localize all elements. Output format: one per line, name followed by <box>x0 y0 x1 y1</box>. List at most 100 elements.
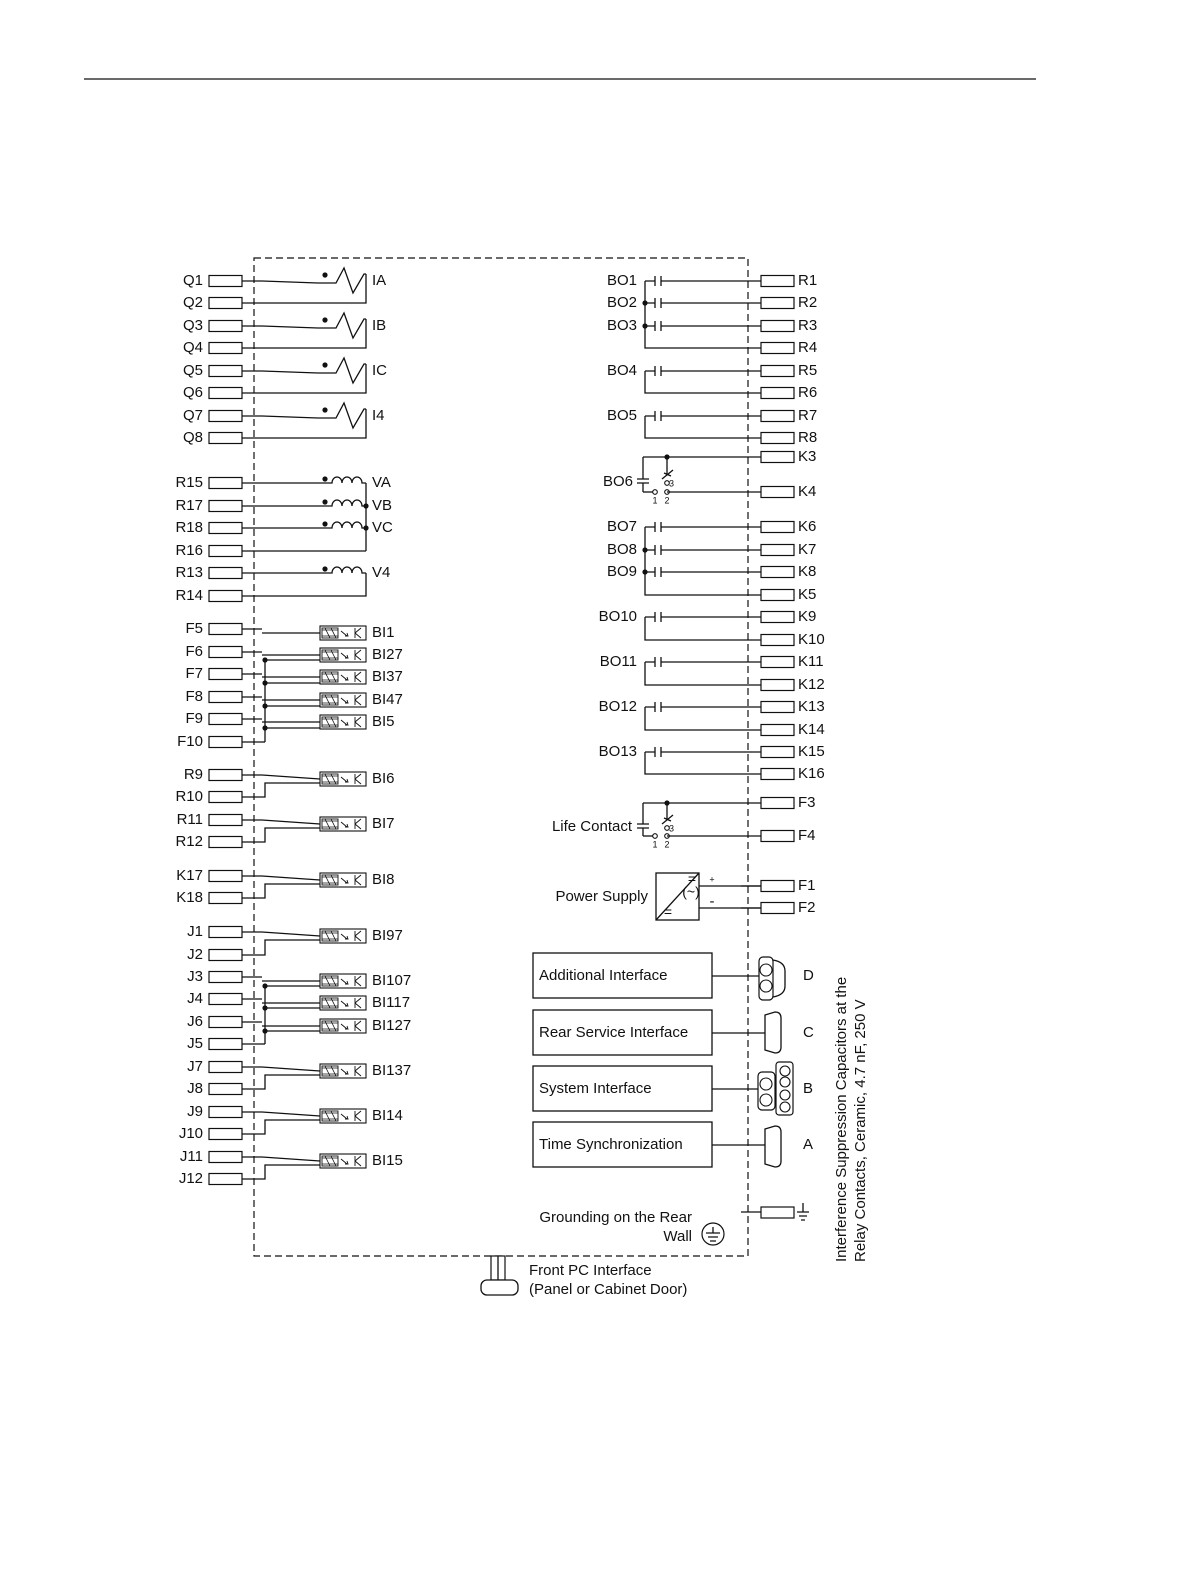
binary-input-label: BI7 <box>372 815 395 832</box>
terminal-box <box>208 813 243 827</box>
terminal-box <box>208 566 243 580</box>
terminal-label: J8 <box>187 1080 203 1097</box>
terminal-label: Q2 <box>183 294 203 311</box>
interface-label: Time Synchronization <box>539 1136 683 1153</box>
terminal-box <box>760 364 795 378</box>
binary-input-optocoupler <box>319 928 367 944</box>
binary-input-optocoupler <box>319 816 367 832</box>
pin-circle <box>779 1065 791 1077</box>
junction-dot <box>262 703 268 709</box>
terminal-box <box>760 796 795 810</box>
terminal-box <box>760 655 795 669</box>
interface-label: Additional Interface <box>539 967 667 984</box>
terminal-box <box>760 879 795 893</box>
junction-dot <box>322 521 328 527</box>
terminal-label: R16 <box>175 542 203 559</box>
terminal-label: K12 <box>798 676 825 693</box>
opto-hatch <box>322 1065 338 1077</box>
terminal-label: R8 <box>798 429 817 446</box>
opto-hatch <box>322 1020 338 1032</box>
voltage-input-label: V4 <box>372 564 390 581</box>
pin-circle <box>652 833 658 839</box>
binary-input-label: BI137 <box>372 1062 411 1079</box>
wire <box>261 931 321 937</box>
wire <box>261 774 321 780</box>
wire <box>644 752 741 775</box>
terminal-label: J1 <box>187 923 203 940</box>
opto-hatch <box>322 671 338 683</box>
terminal-label: Q6 <box>183 384 203 401</box>
pin-circle <box>664 480 670 486</box>
junction-dot <box>322 272 328 278</box>
terminal-box <box>208 319 243 333</box>
terminal-label: R4 <box>798 339 817 356</box>
wire <box>261 325 319 329</box>
terminal-label: F8 <box>185 688 203 705</box>
terminal-box <box>760 543 795 557</box>
interface-box <box>532 1121 713 1168</box>
terminal-label: K13 <box>798 698 825 715</box>
opto-hatch <box>322 997 338 1009</box>
relay-contact <box>645 366 741 376</box>
binary-input-optocoupler <box>319 714 367 730</box>
terminal-box <box>208 1037 243 1051</box>
opto-arrow <box>340 1000 349 1007</box>
binary-output-label: BO10 <box>599 608 637 625</box>
binary-input-label: BI27 <box>372 646 403 663</box>
binary-output-label: BO13 <box>599 743 637 760</box>
wire <box>262 939 320 956</box>
wire <box>261 1066 321 1072</box>
wire <box>261 280 319 284</box>
terminal-box <box>208 891 243 905</box>
opto-transistor <box>354 1020 362 1032</box>
plus-sign: + <box>709 874 714 884</box>
junction-dot <box>322 362 328 368</box>
terminal-label: R5 <box>798 362 817 379</box>
pin-circle <box>652 489 658 495</box>
pin-label: 1 <box>652 495 657 505</box>
terminal-label: Q4 <box>183 339 203 356</box>
relay-contact <box>645 612 741 622</box>
opto-transistor <box>354 818 362 830</box>
relay-contact <box>645 747 741 757</box>
port-label: D <box>803 967 814 984</box>
opto-arrow <box>340 877 349 884</box>
junction-dot <box>322 407 328 413</box>
nc-contact <box>661 814 674 825</box>
terminal-box <box>760 901 795 915</box>
interface-label: Rear Service Interface <box>539 1024 688 1041</box>
terminal-box <box>760 409 795 423</box>
opto-arrow <box>340 1113 349 1120</box>
binary-input-optocoupler <box>319 1108 367 1124</box>
terminal-label: J9 <box>187 1103 203 1120</box>
terminal-box <box>208 274 243 288</box>
terminal-label: K16 <box>798 765 825 782</box>
opto-transistor <box>354 997 362 1009</box>
terminal-label: F7 <box>185 665 203 682</box>
binary-input-label: BI6 <box>372 770 395 787</box>
binary-input-optocoupler <box>319 1153 367 1169</box>
terminal-label: Q5 <box>183 362 203 379</box>
protective-earth-symbol <box>706 1227 720 1242</box>
binary-input-label: BI107 <box>372 972 411 989</box>
terminal-label: F4 <box>798 827 816 844</box>
relay-contact <box>645 657 741 667</box>
terminal-label: F6 <box>185 643 203 660</box>
pin-label: 1 <box>652 839 657 849</box>
port-a-connector <box>764 1125 782 1168</box>
terminal-label: J7 <box>187 1058 203 1075</box>
terminal-label: K8 <box>798 563 816 580</box>
terminal-box <box>208 970 243 984</box>
terminal-box <box>208 690 243 704</box>
terminal-box <box>760 829 795 843</box>
terminal-label: R1 <box>798 272 817 289</box>
opto-arrow <box>340 1158 349 1165</box>
terminal-label: J11 <box>180 1148 203 1165</box>
current-transformer <box>318 266 366 295</box>
terminal-box <box>208 1150 243 1164</box>
suppression-capacitor <box>637 478 649 484</box>
opto-transistor <box>354 627 362 639</box>
wire <box>261 819 321 825</box>
wire <box>262 409 367 439</box>
terminal-label: J6 <box>187 1013 203 1030</box>
